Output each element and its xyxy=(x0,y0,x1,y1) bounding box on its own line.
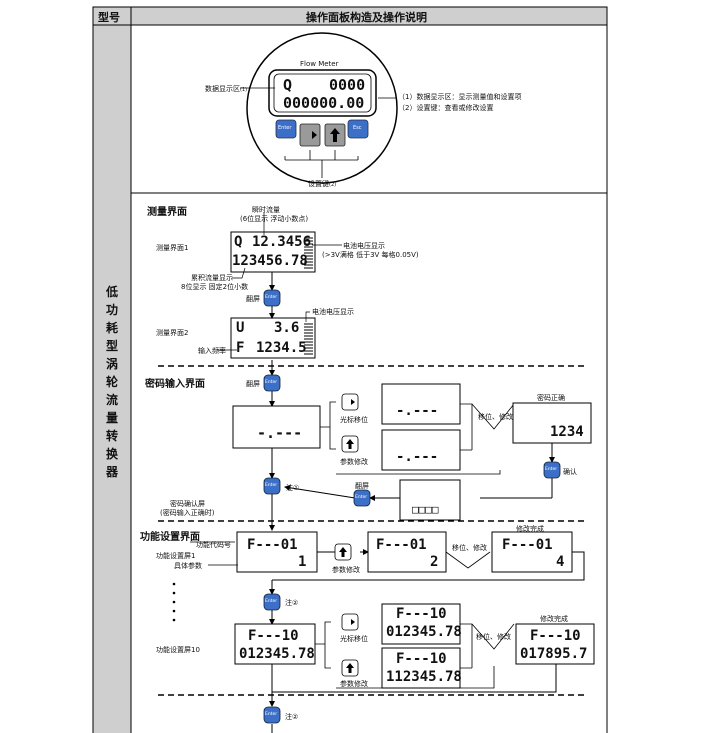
fn10-done-line1: F---10 xyxy=(530,628,581,644)
cum-flow-label: 累积流量显示 xyxy=(191,274,233,282)
s2-line2-value: 1234.5 xyxy=(256,340,307,356)
enter-key-icon-7: Enter xyxy=(265,712,278,717)
set-keys-label: 设置键(2) xyxy=(308,180,337,188)
enter-key[interactable]: Enter xyxy=(278,125,292,131)
fn1c-line1: F---01 xyxy=(502,537,553,553)
note-display-area: （1）数据显示区：显示测量值和设置项 xyxy=(398,93,522,101)
measure-title: 测量界面 xyxy=(147,207,187,218)
panel-display-line1-right: 0000 xyxy=(329,76,366,94)
page-key-label-2: 翻屏 xyxy=(246,380,260,388)
fn-code-label: 功能代码号 xyxy=(196,541,231,549)
note-set-keys: （2）设置键：查看或修改设置 xyxy=(398,104,494,112)
pwd-confirm-display: □□□□ xyxy=(412,503,439,516)
s2-line1-left: U xyxy=(236,320,245,336)
battery-label: 电池电压显示 xyxy=(343,242,385,250)
esc-key[interactable]: Esc xyxy=(353,125,362,131)
pwd-confirm-label: 确认 xyxy=(563,468,577,476)
pwd-modify-display: -.--- xyxy=(396,449,439,465)
pwd-shift-modify-label: 移位、修改 xyxy=(478,413,513,421)
panel-display-line2: 000000.00 xyxy=(283,94,365,112)
fn10-line1: F---10 xyxy=(248,628,299,644)
enter-key-shape xyxy=(275,119,297,139)
fn1c-value: 4 xyxy=(556,554,565,570)
enter-key-icon-3: Enter xyxy=(545,467,558,472)
fn1b-value: 2 xyxy=(430,554,439,570)
pwd-param-modify-label: 参数修改 xyxy=(340,458,368,466)
fn10-line2: 012345.78 xyxy=(239,646,315,662)
input-freq-label: 输入频率 xyxy=(198,347,226,355)
esc-key-shape xyxy=(347,119,369,139)
pwd-note-1: 注① xyxy=(286,484,300,492)
panel-column-header: 操作面板构造及操作说明 xyxy=(306,11,427,24)
panel-brand: Flow Meter xyxy=(300,60,339,68)
battery-sub: (>3V满格 低于3V 每格0.05V) xyxy=(322,251,419,259)
measure-screen1-label: 测量界面1 xyxy=(156,244,189,252)
battery-bar-2 xyxy=(304,323,313,355)
cum-flow-sub: 8位显示 固定2位小数 xyxy=(181,283,249,291)
pwd-confirm-screen-sub: (密码输入正确时) xyxy=(160,509,215,517)
fn10a-line1: F---10 xyxy=(396,606,447,622)
fn1b-line1: F---01 xyxy=(376,537,427,553)
fn-param-modify-label: 参数修改 xyxy=(332,566,360,574)
fn-screen10-label: 功能设置屏10 xyxy=(156,646,200,654)
password-title: 密码输入界面 xyxy=(145,379,205,390)
enter-key-icon-4: Enter xyxy=(265,483,278,488)
enter-key-icon-5: Enter xyxy=(355,495,368,500)
measure-screen2-label: 测量界面2 xyxy=(156,329,189,337)
model-column-header: 型号 xyxy=(98,11,120,24)
fn-shift-modify-label-2: 移位、修改 xyxy=(476,633,511,641)
inst-flow-label: 瞬时流量 xyxy=(252,206,280,214)
fn-param-modify-label-2: 参数修改 xyxy=(340,680,368,688)
s2-battery-label: 电池电压显示 xyxy=(312,308,354,316)
s1-line1-value: 12.3456 xyxy=(252,234,312,250)
fn-param-label: 具体参数 xyxy=(174,562,202,570)
fn-cursor-shift-label: 光标移位 xyxy=(340,635,368,643)
fn-note-2: 注② xyxy=(285,599,299,607)
enter-key-icon-6: Enter xyxy=(265,599,278,604)
pwd-confirm-screen-label: 密码确认屏 xyxy=(170,500,205,508)
pwd-correct-label: 密码正确 xyxy=(537,394,565,402)
inst-flow-sub: (6位显示 浮动小数点) xyxy=(240,215,309,223)
fn1-line1: F---01 xyxy=(247,537,298,553)
battery-bar-1 xyxy=(304,237,313,269)
fn-screen1-label: 功能设置屏1 xyxy=(156,552,196,560)
fn-shift-modify-label: 移位、修改 xyxy=(452,544,487,552)
fn10-done-line2: 017895.7 xyxy=(520,646,588,662)
fn-done-label-2: 修改完成 xyxy=(540,615,568,623)
s2-line1-value: 3.6 xyxy=(274,320,300,336)
pwd-cursor-shift-label: 光标移位 xyxy=(340,416,368,424)
fn-note-2b: 注② xyxy=(285,713,299,721)
page-key-label-3: 翻屏 xyxy=(355,482,369,490)
pwd-correct-value: 1234 xyxy=(550,424,584,440)
enter-key-icon-1: Enter xyxy=(265,295,278,300)
pwd-shift-display: -.--- xyxy=(396,403,439,419)
fn1-value: 1 xyxy=(298,554,307,570)
fn10a-line2: 012345.78 xyxy=(386,624,462,640)
pwd-blank-display: -.--- xyxy=(257,424,303,442)
s1-line1-left: Q xyxy=(234,234,243,250)
fn10b-line1: F---10 xyxy=(396,651,447,667)
panel-display-line1-left: Q xyxy=(283,76,293,94)
s2-line2-left: F xyxy=(236,340,245,356)
fn10b-line2: 112345.78 xyxy=(386,669,462,685)
function-title: 功能设置界面 xyxy=(140,532,200,543)
s1-line2: 123456.78 xyxy=(232,253,308,269)
display-area-label: 数据显示区(1) xyxy=(205,85,248,93)
enter-key-icon-2: Enter xyxy=(265,380,278,385)
page-key-label-1: 翻屏 xyxy=(246,295,260,303)
fn-done-label: 修改完成 xyxy=(516,525,544,533)
